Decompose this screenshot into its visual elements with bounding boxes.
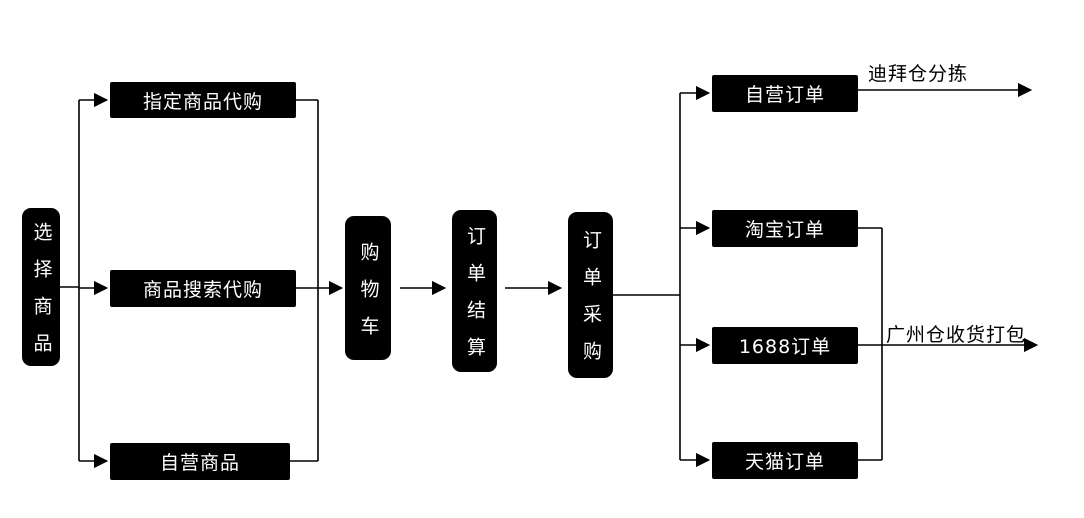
node-1688-order: 1688订单	[712, 327, 858, 364]
node-order-settlement-label: 订单结算	[464, 226, 486, 372]
node-order-settlement: 订单结算	[452, 210, 497, 372]
node-designated-purchase: 指定商品代购	[110, 82, 296, 118]
node-order-procurement: 订单采购	[568, 212, 613, 378]
node-self-operated-order-label: 自营订单	[744, 84, 825, 106]
annotation-guangzhou-packing: 广州仓收货打包	[886, 324, 1027, 346]
node-select-product: 选择商品	[22, 208, 60, 366]
node-select-product-label: 选择商品	[30, 222, 53, 366]
node-designated-purchase-label: 指定商品代购	[142, 90, 263, 113]
node-cart-label: 购物车	[357, 241, 380, 353]
node-search-purchase-label: 商品搜索代购	[142, 279, 263, 301]
connector-merge-to-guangzhou	[858, 227, 883, 461]
node-order-procurement-label: 订单采购	[580, 230, 602, 378]
node-taobao-order: 淘宝订单	[712, 210, 858, 247]
node-taobao-order-label: 淘宝订单	[744, 219, 825, 241]
node-tmall-order-label: 天猫订单	[744, 451, 825, 473]
connector-left-branch	[60, 100, 80, 461]
node-cart: 购物车	[345, 216, 391, 360]
node-self-operated-product-label: 自营商品	[159, 452, 240, 474]
node-1688-order-label: 1688订单	[738, 336, 832, 358]
node-search-purchase: 商品搜索代购	[110, 270, 296, 307]
connector-procurement-branch	[613, 93, 681, 460]
node-self-operated-product: 自营商品	[110, 443, 290, 480]
node-self-operated-order: 自营订单	[712, 75, 858, 112]
node-tmall-order: 天猫订单	[712, 442, 858, 479]
annotation-dubai-sorting: 迪拜仓分拣	[868, 63, 969, 85]
